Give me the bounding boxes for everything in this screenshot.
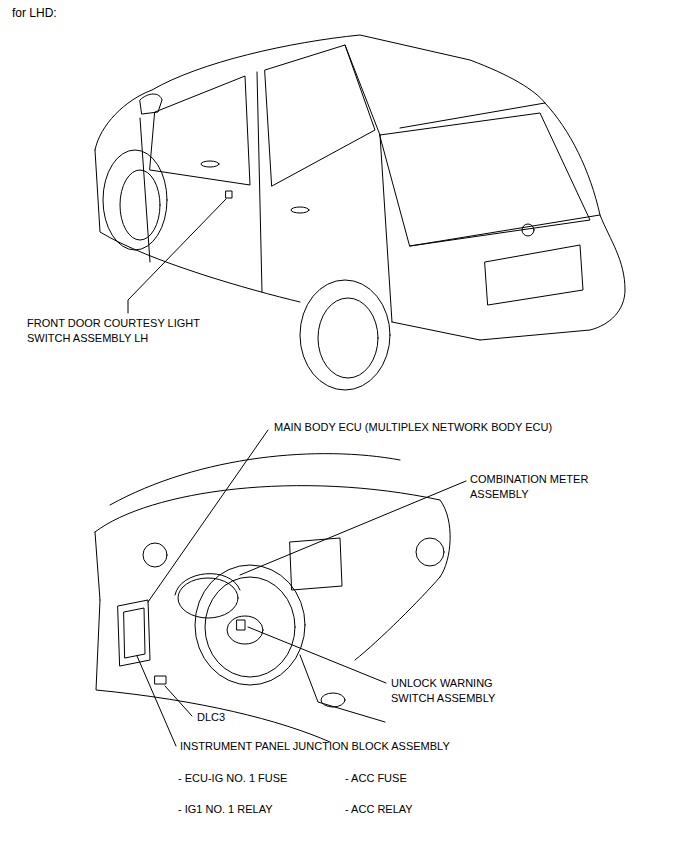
sub-item: - ECU-IG NO. 1 FUSE <box>178 771 338 786</box>
part-name: COMBINATION METER ASSEMBLY <box>470 472 610 502</box>
part-name: MAIN BODY ECU (MULTIPLEX NETWORK BODY EC… <box>274 420 604 435</box>
sub-item: - ACC RELAY <box>345 802 505 817</box>
part-name: UNLOCK WARNING SWITCH ASSEMBLY <box>391 676 511 706</box>
part-name: DLC3 <box>197 710 257 725</box>
car-drawing <box>95 35 625 390</box>
page-heading: for LHD: <box>12 6 57 21</box>
sub-item: - IG1 NO. 1 RELAY <box>178 802 338 817</box>
sub-item: - ACC FUSE <box>345 771 505 786</box>
part-name: INSTRUMENT PANEL JUNCTION BLOCK ASSEMBLY <box>180 739 510 754</box>
part-name: FRONT DOOR COURTESY LIGHT SWITCH ASSEMBL… <box>27 316 217 346</box>
